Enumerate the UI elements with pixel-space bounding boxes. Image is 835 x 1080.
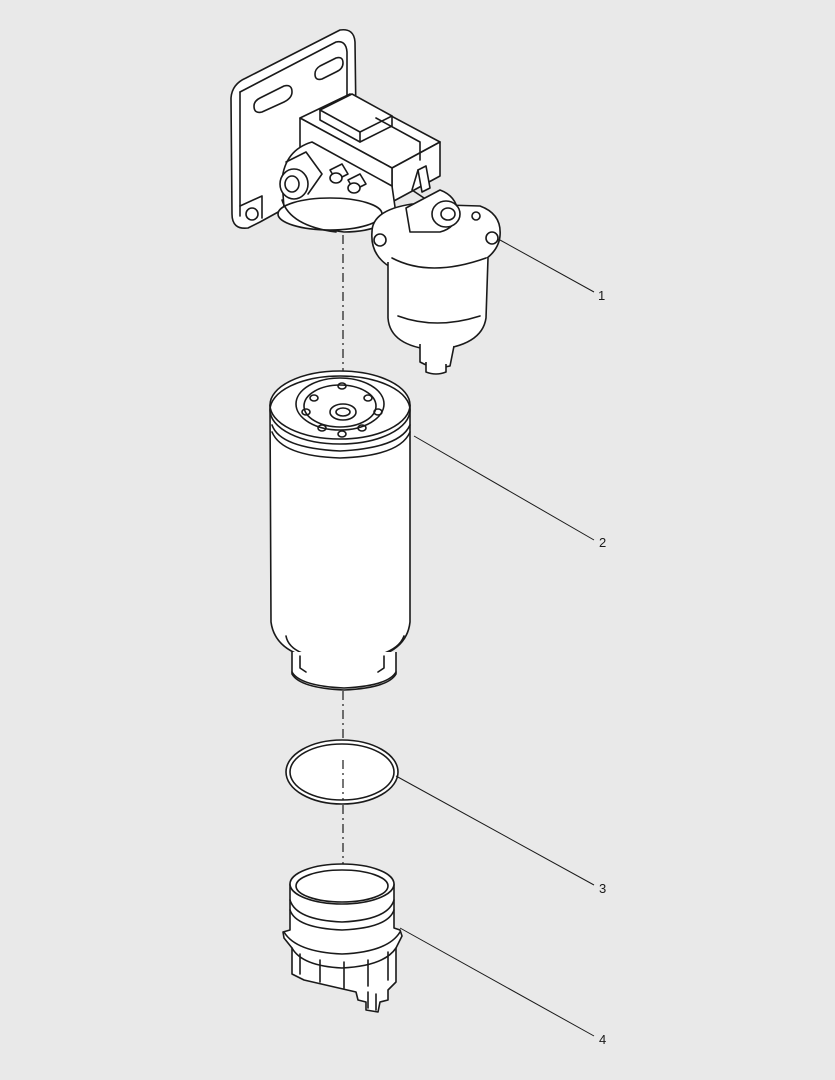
- callout-4-label: 4: [599, 1032, 606, 1047]
- callout-2-leader: [413, 435, 595, 541]
- callout-1-label: 1: [598, 288, 605, 303]
- callout-2-label: 2: [599, 535, 606, 550]
- callout-3-leader: [395, 775, 595, 886]
- part-2-filter-cartridge: [269, 370, 411, 691]
- part-1-filter-head: [230, 28, 501, 375]
- callout-4-leader: [399, 927, 595, 1037]
- callout-1-leader: [499, 239, 595, 293]
- part-3-o-ring: [285, 739, 399, 805]
- part-4-bowl-housing: [282, 863, 403, 1013]
- callout-3-label: 3: [599, 881, 606, 896]
